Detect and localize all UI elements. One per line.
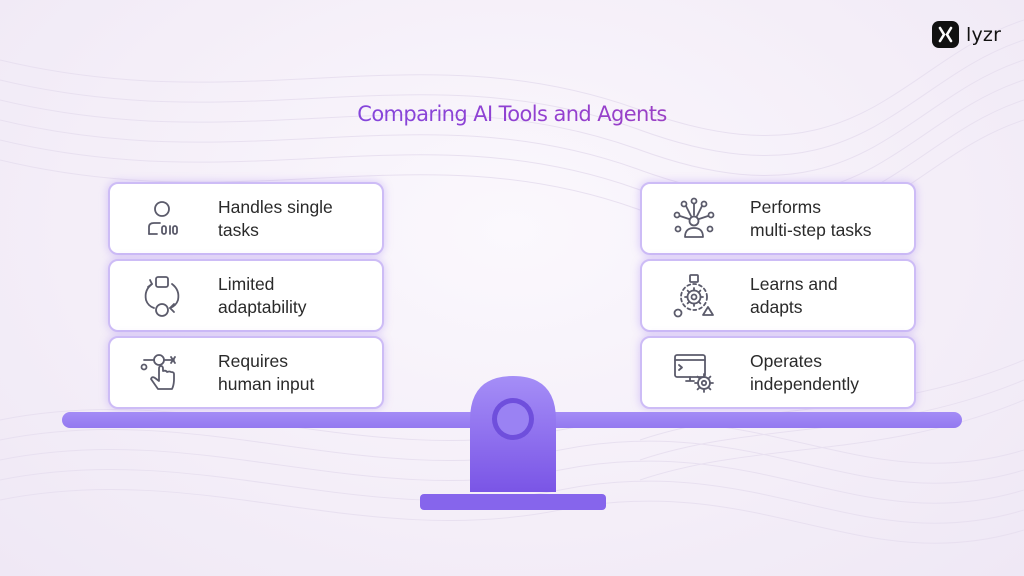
ai-agents-stack: Performs multi-step tasks Learns and ada… — [640, 182, 916, 409]
tool-card-single-tasks: Handles single tasks — [108, 182, 384, 255]
agent-card-text: Operates independently — [750, 350, 859, 396]
agent-card-line: Operates — [750, 350, 822, 371]
monitor-gear-icon — [674, 353, 714, 393]
gear-shapes-icon — [673, 273, 714, 317]
page-title: Comparing AI Tools and Agents — [0, 102, 1024, 126]
tool-card-text: Limited adaptability — [218, 273, 307, 319]
agent-card-line: adapts — [750, 296, 803, 317]
agent-card-line: Performs — [750, 196, 821, 217]
agent-card-line: Learns and — [750, 273, 838, 294]
tool-card-line: tasks — [218, 219, 259, 240]
agent-card-multi-step: Performs multi-step tasks — [640, 182, 916, 255]
brand-logo: lyzr — [932, 21, 1001, 48]
ai-tools-stack: Handles single tasks Limited adaptabilit… — [108, 182, 384, 409]
tool-card-text: Handles single tasks — [218, 196, 333, 242]
cycle-arrows-icon — [144, 275, 180, 317]
tool-card-line: Limited — [218, 273, 275, 294]
tool-card-line: Requires — [218, 350, 289, 371]
agent-card-text: Learns and adapts — [750, 273, 838, 319]
tool-card-text: Requires human input — [218, 350, 314, 396]
agent-card-independent: Operates independently — [640, 336, 916, 409]
agent-card-line: independently — [750, 373, 859, 394]
agent-card-text: Performs multi-step tasks — [750, 196, 872, 242]
tool-card-line: adaptability — [218, 296, 307, 317]
agent-card-line: multi-step tasks — [750, 219, 872, 240]
agent-card-learns-adapts: Learns and adapts — [640, 259, 916, 332]
balance-fulcrum — [420, 376, 606, 510]
person-network-icon — [673, 197, 715, 238]
brand-name: lyzr — [966, 23, 1002, 46]
lyzr-logo-icon — [932, 21, 959, 48]
hand-tap-icon — [140, 353, 176, 390]
person-binary-icon — [148, 200, 178, 235]
tool-card-line: Handles single — [218, 196, 333, 217]
tool-card-human-input: Requires human input — [108, 336, 384, 409]
tool-card-line: human input — [218, 373, 315, 394]
tool-card-limited-adaptability: Limited adaptability — [108, 259, 384, 332]
